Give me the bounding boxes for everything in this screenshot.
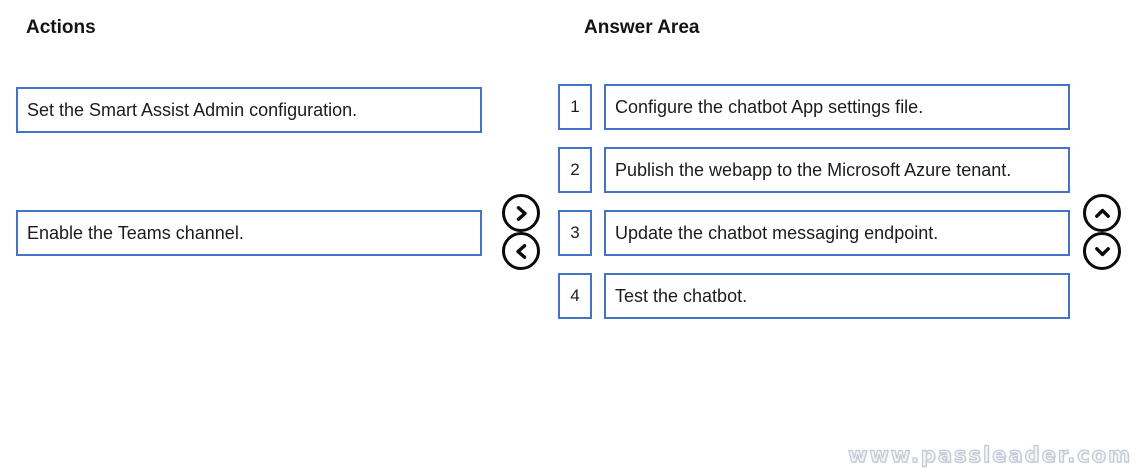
move-down-button[interactable] <box>1083 232 1121 270</box>
move-right-button[interactable] <box>502 194 540 232</box>
action-item-smart-assist[interactable]: Set the Smart Assist Admin configuration… <box>16 87 482 133</box>
answer-slot-number: 1 <box>558 84 592 130</box>
answer-area-title: Answer Area <box>584 17 700 38</box>
action-item-label: Set the Smart Assist Admin configuration… <box>27 99 358 120</box>
chevron-down-icon <box>1093 242 1112 261</box>
slot-number-label: 2 <box>570 160 580 179</box>
slot-number-label: 3 <box>570 223 580 242</box>
answer-slot-number: 4 <box>558 273 592 319</box>
answer-slot-number: 2 <box>558 147 592 193</box>
action-item-label: Enable the Teams channel. <box>27 222 244 243</box>
slot-number-label: 4 <box>570 286 580 305</box>
answer-item-publish-webapp[interactable]: Publish the webapp to the Microsoft Azur… <box>604 147 1070 193</box>
move-left-button[interactable] <box>502 232 540 270</box>
slot-number-label: 1 <box>570 97 580 116</box>
move-up-button[interactable] <box>1083 194 1121 232</box>
chevron-up-icon <box>1093 204 1112 223</box>
answer-item-test-chatbot[interactable]: Test the chatbot. <box>604 273 1070 319</box>
answer-item-update-endpoint[interactable]: Update the chatbot messaging endpoint. <box>604 210 1070 256</box>
actions-panel-title: Actions <box>26 17 96 38</box>
chevron-right-icon <box>512 204 531 223</box>
answer-item-label: Publish the webapp to the Microsoft Azur… <box>615 159 1012 180</box>
action-item-teams-channel[interactable]: Enable the Teams channel. <box>16 210 482 256</box>
answer-item-label: Test the chatbot. <box>615 285 748 306</box>
chevron-left-icon <box>512 242 531 261</box>
answer-item-label: Configure the chatbot App settings file. <box>615 96 924 117</box>
answer-item-label: Update the chatbot messaging endpoint. <box>615 222 939 243</box>
answer-slot-number: 3 <box>558 210 592 256</box>
watermark: www.passleader.com <box>847 442 1132 467</box>
answer-item-configure-app-settings[interactable]: Configure the chatbot App settings file. <box>604 84 1070 130</box>
